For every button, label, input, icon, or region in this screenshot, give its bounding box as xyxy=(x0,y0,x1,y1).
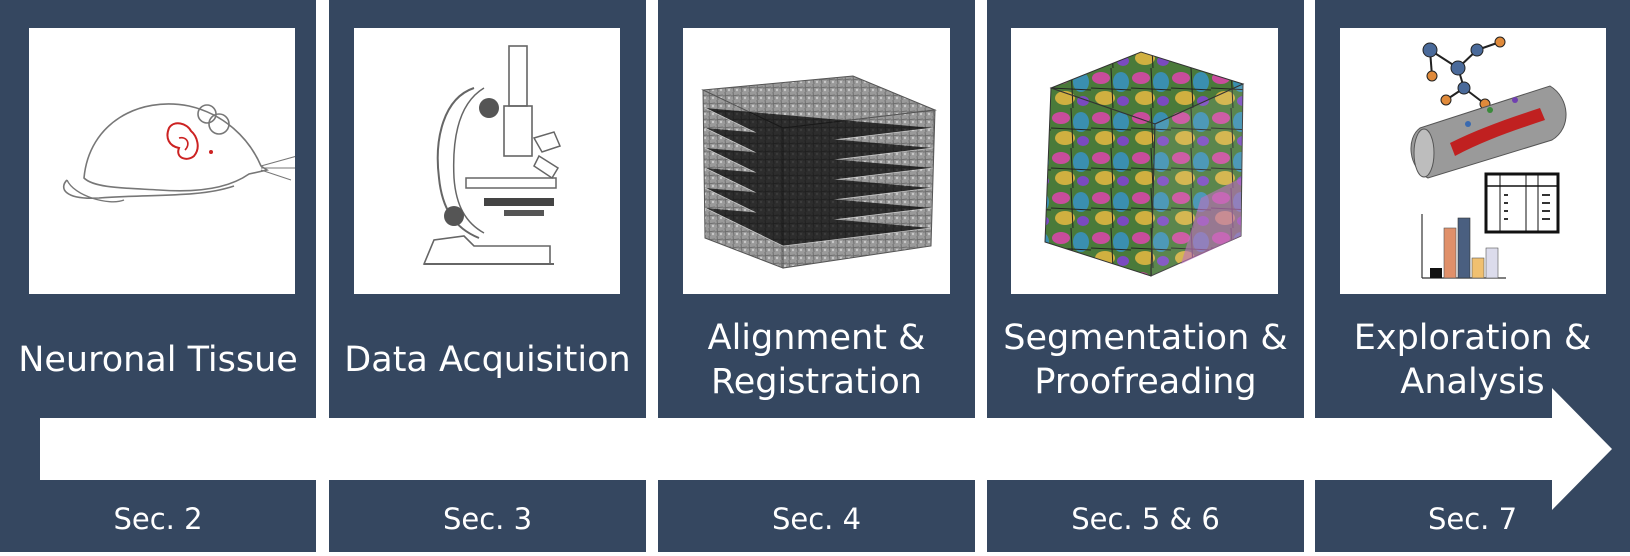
section-label: Sec. 5 & 6 xyxy=(1071,502,1220,536)
section-label: Sec. 4 xyxy=(771,502,862,536)
stage-title: Segmentation & Proofreading xyxy=(1003,318,1288,402)
segmented-cube-icon xyxy=(1011,28,1278,294)
analysis-collage-icon xyxy=(1340,28,1606,294)
microscope-icon xyxy=(354,28,620,294)
stage-title: Data Acquisition xyxy=(344,340,631,380)
section-label: Sec. 3 xyxy=(442,502,533,536)
stage-title: Alignment & Registration xyxy=(707,318,926,402)
data-table-icon xyxy=(1484,172,1560,234)
section-label: Sec. 7 xyxy=(1427,502,1518,536)
stage-title: Neuronal Tissue xyxy=(18,340,298,380)
bar-chart-icon xyxy=(1421,214,1506,279)
image-stack-icon xyxy=(683,28,950,294)
section-label: Sec. 2 xyxy=(113,502,203,536)
network-graph-icon xyxy=(1429,41,1501,105)
tissue-render-icon xyxy=(1410,85,1567,179)
stage-title: Exploration & Analysis xyxy=(1353,318,1592,402)
mouse-icon xyxy=(29,28,295,294)
